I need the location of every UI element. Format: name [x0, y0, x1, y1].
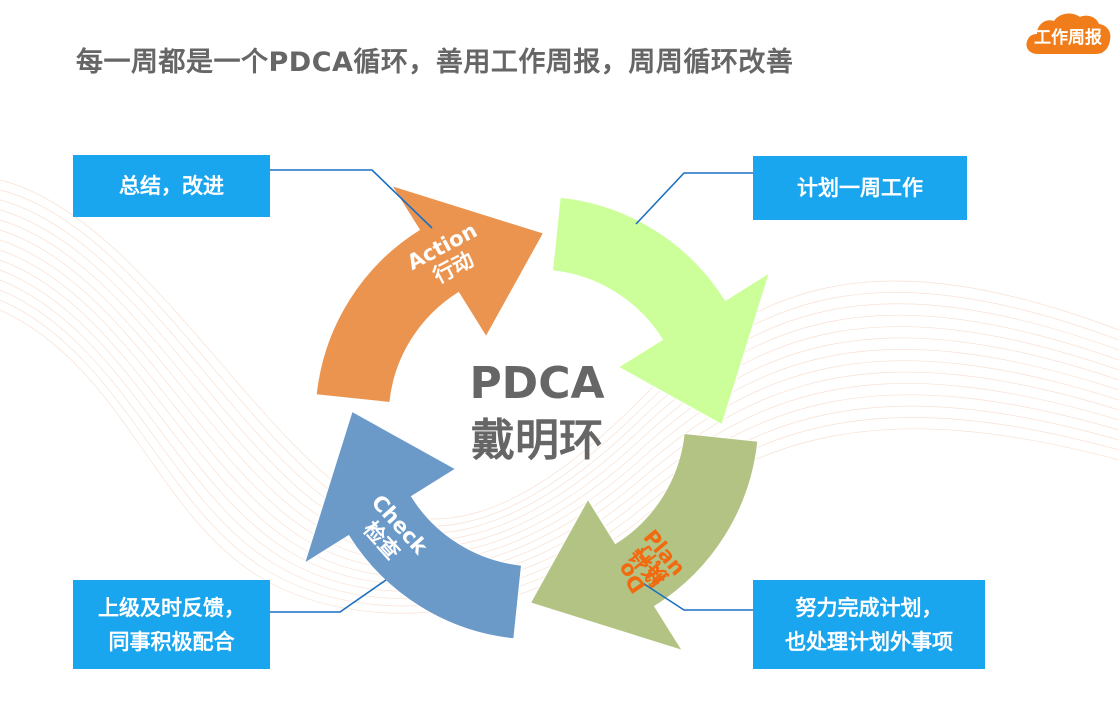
callout-check-line-1: 上级及时反馈， — [98, 595, 245, 620]
connector-line-action — [270, 169, 433, 229]
cloud-icon — [1026, 13, 1111, 54]
logo-text: 工作周报 — [1034, 28, 1102, 48]
callout-action: 总结，改进 — [73, 155, 270, 217]
connector-line-do — [637, 579, 753, 611]
arrow-segment-do — [529, 432, 759, 652]
center-title-deming: 戴明环 — [471, 415, 603, 466]
arrow-segment-check — [303, 410, 523, 640]
callout-action-line-1: 总结，改进 — [119, 174, 224, 198]
callout-plan: 计划一周工作 — [753, 156, 967, 220]
brand-logo: 工作周报 — [1024, 10, 1112, 56]
callout-do: 努力完成计划， 也处理计划外事项 — [753, 580, 985, 669]
page-title: 每一周都是一个PDCA循环，善用工作周报，周周循环改善 — [76, 47, 794, 78]
callout-plan-line-1: 计划一周工作 — [797, 176, 923, 200]
callout-check-line-2: 同事积极配合 — [108, 629, 235, 654]
connector-line-plan — [635, 172, 753, 225]
callout-check: 上级及时反馈， 同事积极配合 — [73, 580, 270, 669]
callout-do-line-1: 努力完成计划， — [795, 595, 943, 620]
callout-do-line-2: 也处理计划外事项 — [785, 629, 953, 654]
center-title-pdca: PDCA — [469, 358, 604, 409]
arrow-segment-plan — [551, 196, 771, 426]
connector-line-check — [270, 579, 387, 613]
arrow-segment-action — [315, 184, 545, 404]
